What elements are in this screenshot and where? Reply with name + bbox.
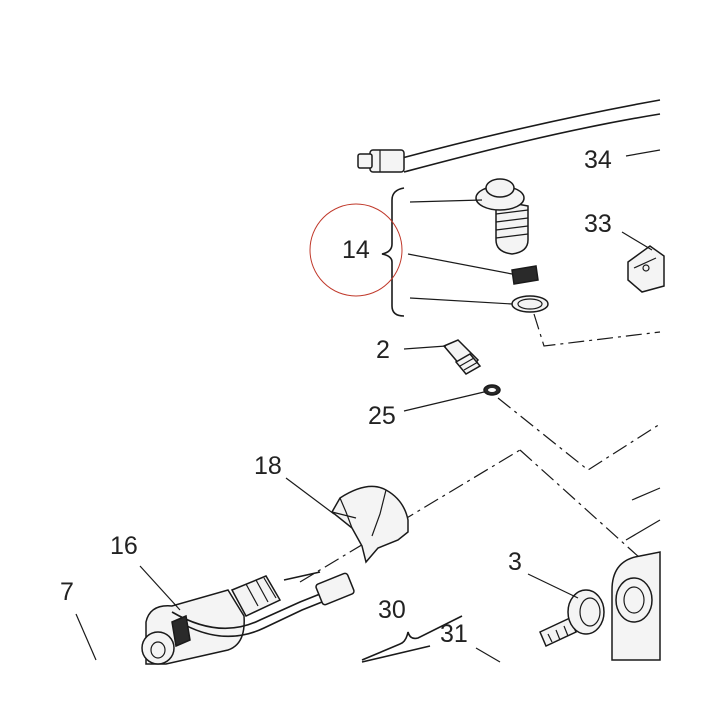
centerline-d	[299, 449, 521, 583]
leader-18	[285, 477, 335, 515]
part-25-hole	[488, 388, 496, 392]
part-2	[442, 339, 482, 375]
label-7: 7	[60, 578, 74, 606]
bracket-30	[361, 615, 463, 661]
part-3	[539, 589, 605, 648]
leader-14c	[409, 297, 513, 305]
centerline-c	[519, 449, 641, 559]
part-33	[627, 245, 665, 293]
label-30: 30	[378, 596, 406, 624]
leader-34	[625, 149, 661, 157]
label-3: 3	[508, 548, 522, 576]
leader-31	[475, 647, 501, 663]
label-34: 34	[584, 146, 612, 174]
leader-14b	[407, 253, 513, 275]
label-33: 33	[584, 210, 612, 238]
label-31: 31	[440, 620, 468, 648]
housing	[611, 487, 661, 661]
centerline-a	[533, 313, 661, 347]
centerline-b	[497, 397, 661, 471]
label-2: 2	[376, 336, 390, 364]
part-14-assembly	[475, 178, 549, 313]
label-14: 14	[342, 236, 370, 264]
cable-34	[357, 99, 661, 173]
rail-30	[361, 645, 431, 663]
bracket-14	[381, 187, 405, 317]
leader-25	[403, 391, 485, 412]
label-25: 25	[368, 402, 396, 430]
leader-33	[621, 231, 653, 251]
leader-2	[403, 345, 447, 350]
leader-14a	[409, 199, 483, 203]
part-18	[331, 485, 409, 564]
part-16	[141, 571, 355, 665]
leader-3	[527, 573, 579, 599]
leader-7	[75, 613, 97, 661]
label-18: 18	[254, 452, 282, 480]
label-16: 16	[110, 532, 138, 560]
highlight-circle	[309, 203, 403, 297]
leader-16	[139, 565, 181, 611]
